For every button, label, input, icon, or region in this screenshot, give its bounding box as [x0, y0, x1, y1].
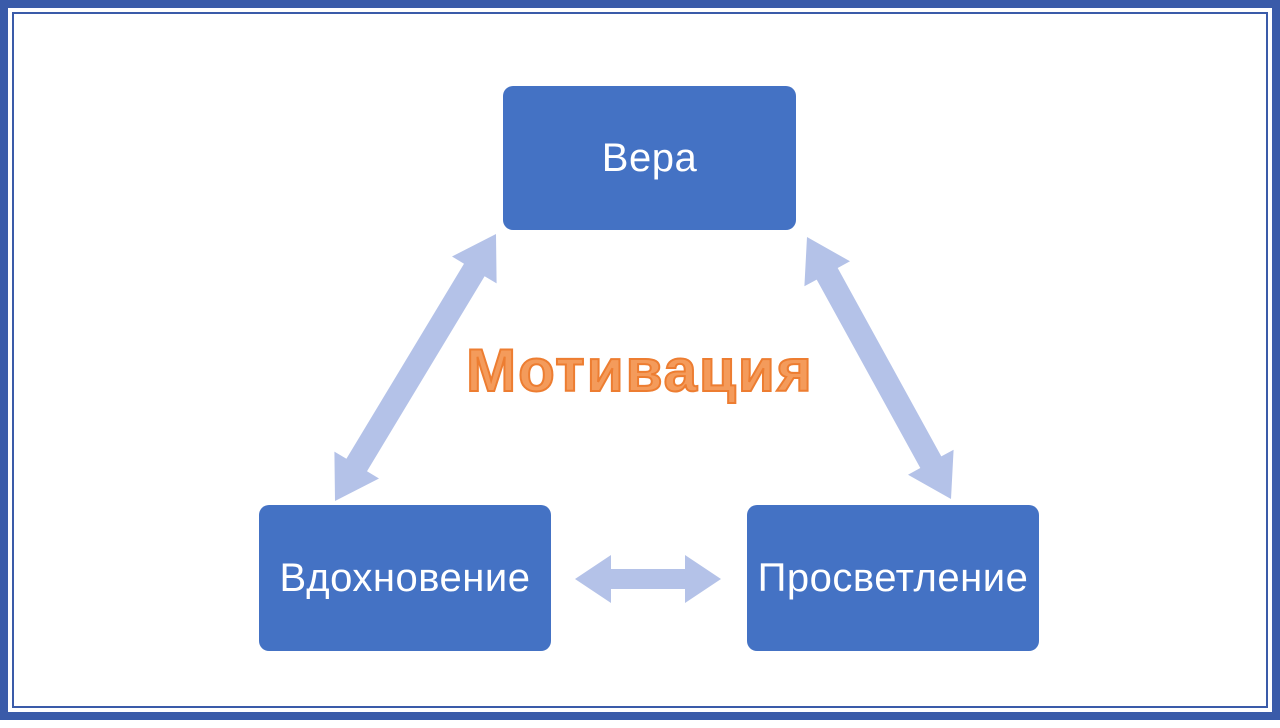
double-arrow-faith-enlightenment	[804, 237, 954, 499]
node-inspiration-label: Вдохновение	[279, 556, 531, 600]
node-faith: Вера	[503, 86, 796, 230]
connector-arrows	[334, 234, 954, 603]
node-enlightenment-label: Просветление	[757, 556, 1029, 600]
center-title: Мотивация	[465, 336, 814, 405]
node-inspiration: Вдохновение	[259, 505, 551, 651]
node-enlightenment: Просветление	[747, 505, 1039, 651]
double-arrow-faith-inspiration	[334, 234, 497, 501]
node-faith-label: Вера	[601, 136, 698, 180]
double-arrow-inspiration-enlightenment	[575, 555, 721, 603]
